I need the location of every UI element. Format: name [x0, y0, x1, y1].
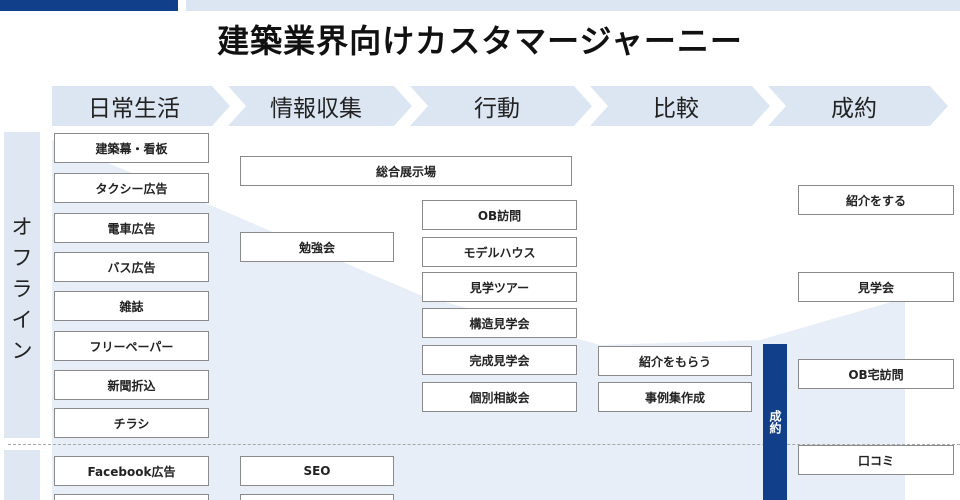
touchpoint-open-house: 見学会	[798, 272, 954, 302]
top-light-bar	[186, 0, 960, 11]
stage-action: 行動	[474, 96, 520, 122]
stage-arrow-1	[52, 86, 230, 126]
touchpoint-flyer: チラシ	[54, 408, 209, 438]
stage-info-gathering: 情報収集	[270, 96, 362, 122]
contract-badge: 成約	[763, 344, 787, 500]
offline-label-char: フ	[11, 246, 33, 270]
touchpoint-give-referral: 紹介をする	[798, 185, 954, 215]
channel-divider	[8, 444, 960, 445]
touchpoint-structure-tour: 構造見学会	[422, 308, 577, 338]
touchpoint-word-of-mouth: 口コミ	[798, 445, 954, 475]
touchpoint-completed-tour: 完成見学会	[422, 345, 577, 375]
touchpoint-consultation: 個別相談会	[422, 382, 577, 412]
touchpoint-seo: SEO	[240, 456, 394, 486]
stage-contract: 成約	[831, 96, 877, 122]
touchpoint-bus-ad: バス広告	[54, 252, 209, 282]
offline-band	[4, 132, 40, 438]
touchpoint-building-banner: 建築幕・看板	[54, 133, 209, 163]
contract-badge-text: 成約	[768, 410, 782, 434]
touchpoint-taxi-ad: タクシー広告	[54, 173, 209, 203]
touchpoint-get-referral: 紹介をもらう	[598, 346, 752, 376]
stage-arrow-4	[590, 86, 770, 126]
touchpoint-ob-home-visit: OB宅訪問	[798, 359, 954, 389]
stage-arrow-2	[228, 86, 412, 126]
stage-daily-life: 日常生活	[88, 96, 180, 122]
page-title: 建築業界向けカスタマージャーニー	[217, 22, 743, 60]
online-band	[4, 450, 40, 500]
touchpoint-free-paper: フリーペーパー	[54, 331, 209, 361]
top-accent-bar	[0, 0, 178, 11]
offline-label-char: ン	[11, 339, 33, 363]
touchpoint-housing-exhibition: 総合展示場	[240, 156, 572, 186]
stage-comparison: 比較	[653, 96, 699, 122]
offline-label-char: オ	[11, 215, 33, 239]
touchpoint-partial	[240, 494, 394, 500]
touchpoint-model-house: モデルハウス	[422, 237, 577, 267]
touchpoint-tour: 見学ツアー	[422, 272, 577, 302]
stage-arrow-5	[768, 86, 948, 126]
touchpoint-newspaper-insert: 新聞折込	[54, 370, 209, 400]
touchpoint-facebook-ad: Facebook広告	[54, 456, 209, 486]
touchpoint-partial	[54, 494, 209, 500]
touchpoint-train-ad: 電車広告	[54, 213, 209, 243]
touchpoint-magazine: 雑誌	[54, 291, 209, 321]
stage-arrow-3	[410, 86, 592, 126]
touchpoint-study-session: 勉強会	[240, 232, 394, 262]
offline-label-char: イ	[11, 308, 33, 332]
touchpoint-ob-visit: OB訪問	[422, 200, 577, 230]
offline-label-char: ラ	[11, 277, 33, 301]
offline-label: オ フ ラ イ ン	[4, 212, 40, 367]
touchpoint-case-study: 事例集作成	[598, 382, 752, 412]
